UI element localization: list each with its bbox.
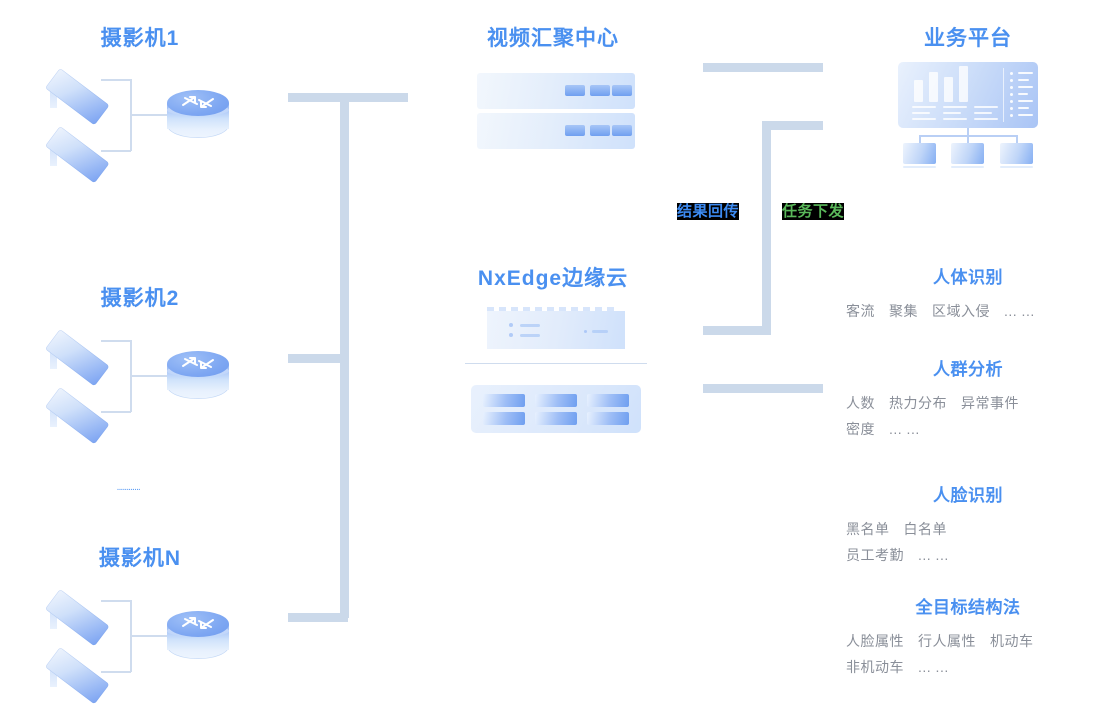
flow-label-result-upload-text: 结果回传 — [677, 203, 740, 220]
capability-tag: 人脸属性 — [846, 633, 904, 649]
edge-device-teeth — [487, 307, 614, 312]
edge-gateway-device — [487, 311, 625, 349]
capability-link-bar — [703, 384, 823, 393]
platform-node-shadow — [903, 166, 936, 168]
capability-tags: 黑名单白名单员工考勤 ... ... — [846, 516, 1071, 568]
capability-tags: 人数热力分布异常事件密度 ... ... — [846, 390, 1076, 442]
capability-tag: 白名单 — [903, 521, 947, 537]
capability-tag: 黑名单 — [846, 521, 890, 537]
edge-server-rack — [471, 385, 641, 433]
server-unit — [477, 113, 635, 149]
camera-to-router-line — [130, 635, 172, 637]
camera-branch-line — [101, 79, 131, 81]
camera-icon — [44, 647, 120, 705]
camera-continuation-dots: ............ — [117, 485, 141, 492]
capability-tag: ... ... — [1004, 303, 1035, 319]
camera-group-2-title: 摄影机2 — [100, 287, 180, 310]
capability-tag: 非机动车 — [846, 659, 904, 675]
camera-icon — [44, 589, 120, 647]
flow-label-result-upload: 结果回传 — [677, 200, 740, 221]
edge-divider — [465, 363, 647, 364]
platform-node — [1000, 143, 1033, 164]
capability-tag: 热力分布 — [889, 395, 947, 411]
bus-vertical — [340, 97, 349, 618]
camera-branch-line — [101, 411, 131, 413]
bus-stub-middle — [288, 354, 348, 363]
dashboard-screen — [898, 62, 1038, 128]
capability-title: 人群分析 — [933, 360, 1003, 379]
server-unit — [477, 73, 635, 109]
router-icon — [167, 90, 229, 140]
platform-node-shadow — [951, 166, 984, 168]
flow-bus-bottom-stub — [703, 326, 771, 335]
flow-bus-vertical — [762, 125, 771, 330]
platform-tree-branch — [919, 135, 1017, 137]
capability-tag: ... ... — [889, 421, 920, 437]
camera-branch-line — [101, 600, 131, 602]
capability-title: 人体识别 — [933, 268, 1003, 287]
platform-link-bar — [703, 63, 823, 72]
capability-tag: 行人属性 — [918, 633, 976, 649]
platform-node — [951, 143, 984, 164]
capability-tag: 客流 — [846, 303, 875, 319]
capability-tags: 人脸属性行人属性机动车非机动车 ... ... — [846, 628, 1081, 680]
capability-title: 全目标结构法 — [915, 598, 1021, 617]
capability-tag: 密度 — [846, 421, 875, 437]
capability-tag: ... ... — [918, 659, 949, 675]
flow-bus-top-stub — [762, 121, 823, 130]
business-platform-title: 业务平台 — [924, 27, 1012, 50]
flow-label-task-dispatch-text: 任务下发 — [782, 203, 845, 220]
camera-branch-line — [101, 340, 131, 342]
capability-title: 人脸识别 — [933, 486, 1003, 505]
camera-icon — [44, 387, 120, 445]
capability-tag: 区域入侵 — [932, 303, 990, 319]
router-icon — [167, 351, 229, 401]
capability-tags: 客流聚集区域入侵 ... ... — [846, 298, 1086, 324]
camera-icon — [44, 126, 120, 184]
capability-tag: 异常事件 — [961, 395, 1019, 411]
camera-icon — [44, 329, 120, 387]
platform-tree-drop — [1016, 135, 1018, 144]
camera-to-router-line — [130, 375, 172, 377]
capability-tag: 聚集 — [889, 303, 918, 319]
flow-label-task-dispatch: 任务下发 — [782, 200, 845, 221]
bus-stub-bottom — [288, 613, 348, 622]
platform-tree-drop — [919, 135, 921, 144]
camera-group-n-title: 摄影机N — [98, 547, 182, 570]
capability-tag: ... ... — [918, 547, 949, 563]
capability-tag: 员工考勤 — [846, 547, 904, 563]
platform-node — [903, 143, 936, 164]
capability-tag: 人数 — [846, 395, 875, 411]
nxedge-cloud-title: NxEdge边缘云 — [477, 267, 629, 290]
camera-group-1-title: 摄影机1 — [100, 27, 180, 50]
camera-branch-line — [101, 671, 131, 673]
router-icon — [167, 611, 229, 661]
capability-tag: 机动车 — [990, 633, 1034, 649]
camera-to-router-line — [130, 114, 172, 116]
video-aggregation-center-title: 视频汇聚中心 — [487, 27, 619, 50]
platform-node-shadow — [1000, 166, 1033, 168]
camera-branch-line — [101, 150, 131, 152]
camera-icon — [44, 68, 120, 126]
